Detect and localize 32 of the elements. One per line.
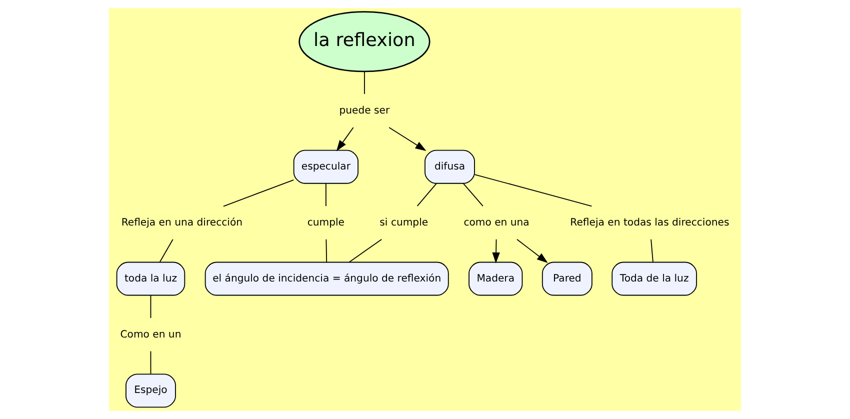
node-text: Como en un: [120, 329, 182, 340]
node-box: difusa: [424, 150, 475, 184]
node-text: Refleja en una dirección: [121, 217, 243, 228]
node-box: Espejo: [126, 374, 176, 408]
connector: [348, 238, 382, 263]
connector: [416, 182, 437, 207]
connector: [325, 182, 326, 207]
node-text: Refleja en todas las direcciones: [570, 217, 730, 228]
connector: [326, 238, 328, 262]
arrow: [388, 127, 426, 152]
connector: [364, 71, 365, 94]
connector: [474, 174, 592, 207]
node-box: Madera: [468, 262, 523, 296]
arrow: [492, 238, 500, 264]
connector: [159, 238, 174, 262]
node-ellipse: la reflexion: [298, 11, 430, 72]
node-text: si cumple: [380, 217, 428, 228]
connector: [150, 350, 152, 374]
node-text: puede ser: [339, 105, 390, 116]
arrow: [516, 238, 548, 264]
node-box: toda la luz: [116, 262, 186, 296]
node-box: Pared: [542, 262, 592, 296]
node-box: especular: [293, 150, 358, 184]
connector: [650, 238, 654, 262]
node-text: como en una: [464, 217, 530, 228]
arrow: [336, 127, 354, 152]
node-box: Toda de la luz: [612, 262, 697, 296]
connector: [223, 179, 294, 207]
connector: [462, 182, 484, 207]
connector: [150, 294, 152, 318]
node-text: cumple: [307, 217, 345, 228]
node-box: el ángulo de incidencia = ángulo de reflexión: [204, 262, 449, 296]
